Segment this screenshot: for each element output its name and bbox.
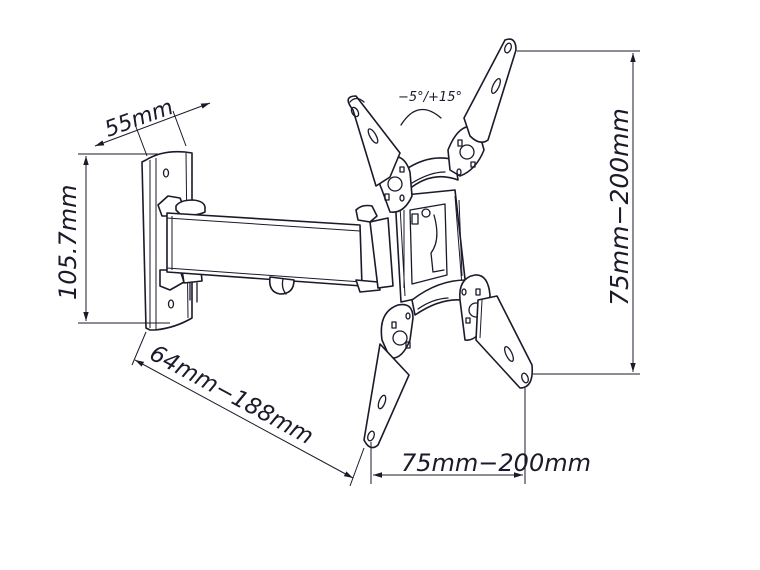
bracket-arm-upper-right [463,38,517,144]
dim-vesa-horizontal: 75mm−200mm [370,388,591,484]
mounting-hole-bottom [167,299,175,309]
swing-arm [166,204,394,295]
arm-extension-label: 64mm−188mm [145,340,317,450]
dim-wall-plate-height: 105.7mm [54,153,170,324]
vesa-plate [347,38,534,449]
mounting-hole-top [162,168,170,178]
dim-vesa-vertical: 75mm−200mm [517,50,640,375]
dim-wall-plate-width: 55mm [94,95,211,157]
vesa-vertical-label: 75mm−200mm [605,108,634,306]
tilt-range-label: −5°/+15° [398,90,462,105]
dim-arm-extension: 64mm−188mm [131,331,365,487]
tilt-indicator: −5°/+15° [398,90,462,126]
bracket-arm-upper-left [347,95,401,187]
wall-plate-height-label: 105.7mm [54,185,82,300]
bracket-arm-lower-right [475,295,534,389]
vesa-horizontal-label: 75mm−200mm [401,449,591,477]
